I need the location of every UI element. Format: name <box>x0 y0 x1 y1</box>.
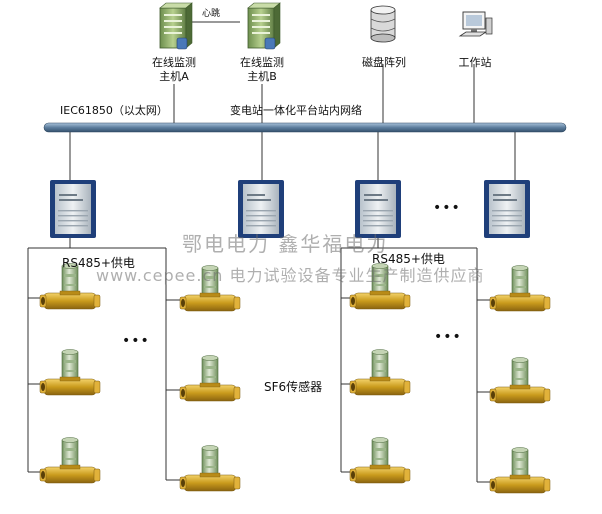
rs485-right-label: RS485+供电 <box>372 252 445 266</box>
sf6-sensor-icon <box>39 437 101 484</box>
monitoring-unit-icon <box>484 180 530 238</box>
network-label: 变电站一体化平台站内网络 <box>230 104 362 117</box>
sf6-sensor-icon <box>39 263 101 310</box>
workstation-label: 工作站 <box>458 56 492 69</box>
monitoring-unit-icon <box>238 180 284 238</box>
host-a-server-icon <box>159 2 193 50</box>
sf6-sensor-icon <box>489 447 551 494</box>
sensor-ellipsis-right: ••• <box>434 329 462 345</box>
host-b-label-line1: 在线监测 <box>240 56 284 69</box>
disk-array-icon <box>370 5 396 43</box>
host-b-server-icon <box>247 2 281 50</box>
watermark-website: www.cepee.cn 电力试验设备专业生产制造供应商 <box>96 266 485 285</box>
monitoring-unit-icon <box>355 180 401 238</box>
workstation-icon <box>458 11 493 37</box>
network-bus <box>43 122 567 133</box>
rs485-left-label: RS485+供电 <box>62 256 135 270</box>
ied-ellipsis: ••• <box>433 200 461 216</box>
watermark-company: 鄂电电力 鑫华福电力 <box>182 232 389 256</box>
sf6-sensor-icon <box>349 263 411 310</box>
sf6-sensor-icon <box>349 349 411 396</box>
host-a-label-line1: 在线监测 <box>152 56 196 69</box>
sf6-sensor-icon <box>349 437 411 484</box>
sf6-sensor-icon <box>39 349 101 396</box>
disk-array-label: 磁盘阵列 <box>362 56 406 69</box>
sf6-sensor-icon <box>179 355 241 402</box>
sf6-sensor-icon <box>489 357 551 404</box>
host-b-label-line2: 主机B <box>247 70 277 83</box>
sf6-sensor-label: SF6传感器 <box>264 380 323 394</box>
sensor-ellipsis-left: ••• <box>122 333 150 349</box>
sf6-sensor-icon <box>179 445 241 492</box>
protocol-label: IEC61850（以太网） <box>60 104 168 117</box>
monitoring-unit-icon <box>50 180 96 238</box>
host-a-label-line2: 主机A <box>159 70 189 83</box>
sf6-sensor-icon <box>489 265 551 312</box>
sf6-sensor-icon <box>179 265 241 312</box>
heartbeat-label: 心跳 <box>202 9 221 19</box>
